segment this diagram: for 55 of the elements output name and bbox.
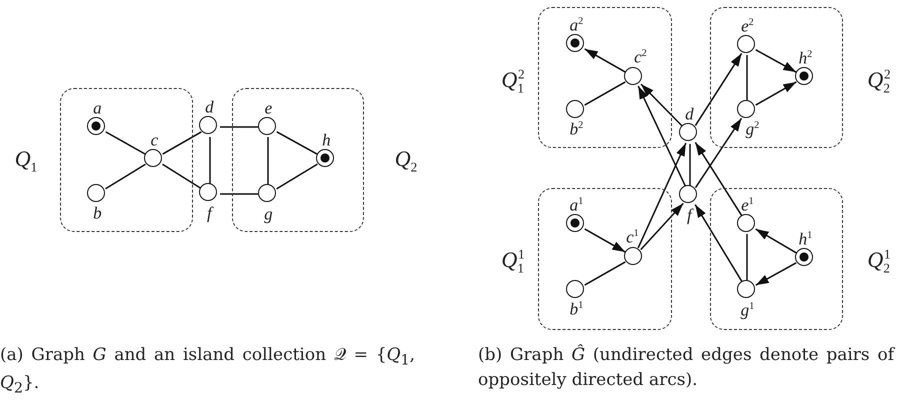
vertex-label: h$^{2}$ bbox=[798, 50, 812, 67]
island-label: Q$_{2}$ bbox=[394, 148, 418, 174]
vertex-label: f bbox=[207, 204, 212, 222]
arrow bbox=[640, 202, 684, 250]
edge-line bbox=[105, 164, 146, 190]
caption: (a) Graph G and an island collection 𝒬 = {Q$_{1}$, Q$_{2}$}. bbox=[0, 344, 415, 398]
edge-line bbox=[162, 164, 202, 190]
vertex-label: a$^{2}$ bbox=[570, 16, 584, 34]
arrow bbox=[637, 142, 687, 248]
caption: (b) Graph Ĝ (undirected edges denote pairs of oppositely directed arcs). bbox=[478, 343, 894, 392]
edge-line bbox=[105, 131, 146, 155]
edge-line bbox=[689, 144, 691, 186]
vertex-label: h$^{1}$ bbox=[798, 230, 812, 248]
arrow bbox=[755, 81, 797, 106]
vertex-label: h bbox=[322, 132, 331, 149]
vertex-label: a bbox=[93, 100, 102, 117]
vertex-label: b$^{1}$ bbox=[570, 300, 584, 318]
vertex-label: g$^{1}$ bbox=[740, 302, 754, 319]
edge-line bbox=[220, 126, 258, 128]
arrow bbox=[755, 49, 797, 73]
edge-line bbox=[746, 234, 748, 280]
vertex-label: b$^{2}$ bbox=[570, 120, 584, 138]
arrow bbox=[640, 84, 684, 128]
edge-line bbox=[267, 137, 269, 184]
vertex-label: f bbox=[687, 206, 692, 224]
arrow bbox=[584, 48, 626, 73]
vertex-label: e$^{1}$ bbox=[741, 196, 754, 214]
edge-line bbox=[746, 55, 748, 100]
vertex-label: e$^{2}$ bbox=[741, 18, 754, 35]
vertex-label: d bbox=[685, 106, 694, 123]
arrow bbox=[638, 86, 686, 188]
vertex-label: c$^{1}$ bbox=[626, 228, 639, 246]
vertex-label: a$^{1}$ bbox=[570, 196, 584, 214]
edge-line bbox=[276, 164, 318, 190]
edge-line bbox=[584, 261, 626, 286]
edge-line bbox=[276, 131, 318, 155]
vertex-label: e bbox=[264, 100, 272, 117]
edge-line bbox=[220, 193, 258, 195]
edge-line bbox=[584, 81, 626, 106]
edge-line bbox=[162, 131, 202, 155]
arrow bbox=[694, 118, 742, 188]
arrow bbox=[694, 142, 742, 216]
vertex-label: c bbox=[150, 132, 158, 149]
arrow bbox=[755, 228, 797, 254]
vertex-label: g$^{2}$ bbox=[746, 120, 760, 138]
island-label: Q$_{1}$ bbox=[14, 148, 38, 174]
edge-line bbox=[209, 137, 211, 184]
vertex-label: c$^{2}$ bbox=[634, 48, 647, 66]
arrow bbox=[694, 53, 742, 126]
arrow bbox=[755, 262, 797, 286]
vertex-label: d bbox=[205, 98, 214, 116]
arrow bbox=[584, 228, 626, 253]
vertex-label: b bbox=[93, 204, 102, 222]
vertex-label: g bbox=[264, 206, 273, 223]
arrow bbox=[694, 204, 742, 282]
